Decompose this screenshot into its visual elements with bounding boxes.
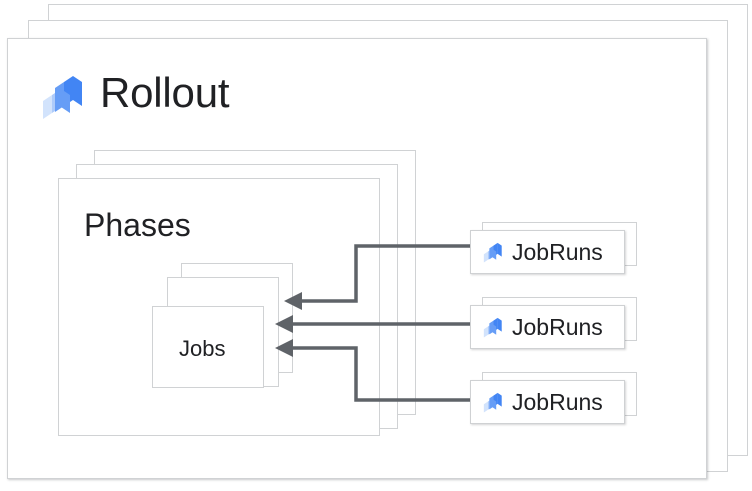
phases-title: Phases <box>84 207 191 243</box>
jobruns-label: JobRuns <box>512 313 603 340</box>
page-title: Rollout <box>100 69 230 116</box>
jobruns-label: JobRuns <box>512 388 603 415</box>
jobruns-card-front-1[interactable]: JobRuns <box>470 230 625 274</box>
jobruns-card-front-3[interactable]: JobRuns <box>470 380 625 424</box>
rollout-logo-icon <box>482 316 504 338</box>
jobruns-box-1[interactable]: JobRuns <box>470 222 640 278</box>
rollout-logo-icon <box>39 72 87 120</box>
jobruns-card-front-2[interactable]: JobRuns <box>470 305 625 349</box>
jobruns-label: JobRuns <box>512 238 603 265</box>
rollout-logo-icon <box>482 241 504 263</box>
jobs-title: Jobs <box>179 336 226 361</box>
rollout-logo-icon <box>482 391 504 413</box>
jobruns-box-2[interactable]: JobRuns <box>470 297 640 353</box>
jobruns-box-3[interactable]: JobRuns <box>470 372 640 428</box>
jobs-card-front <box>152 306 264 388</box>
